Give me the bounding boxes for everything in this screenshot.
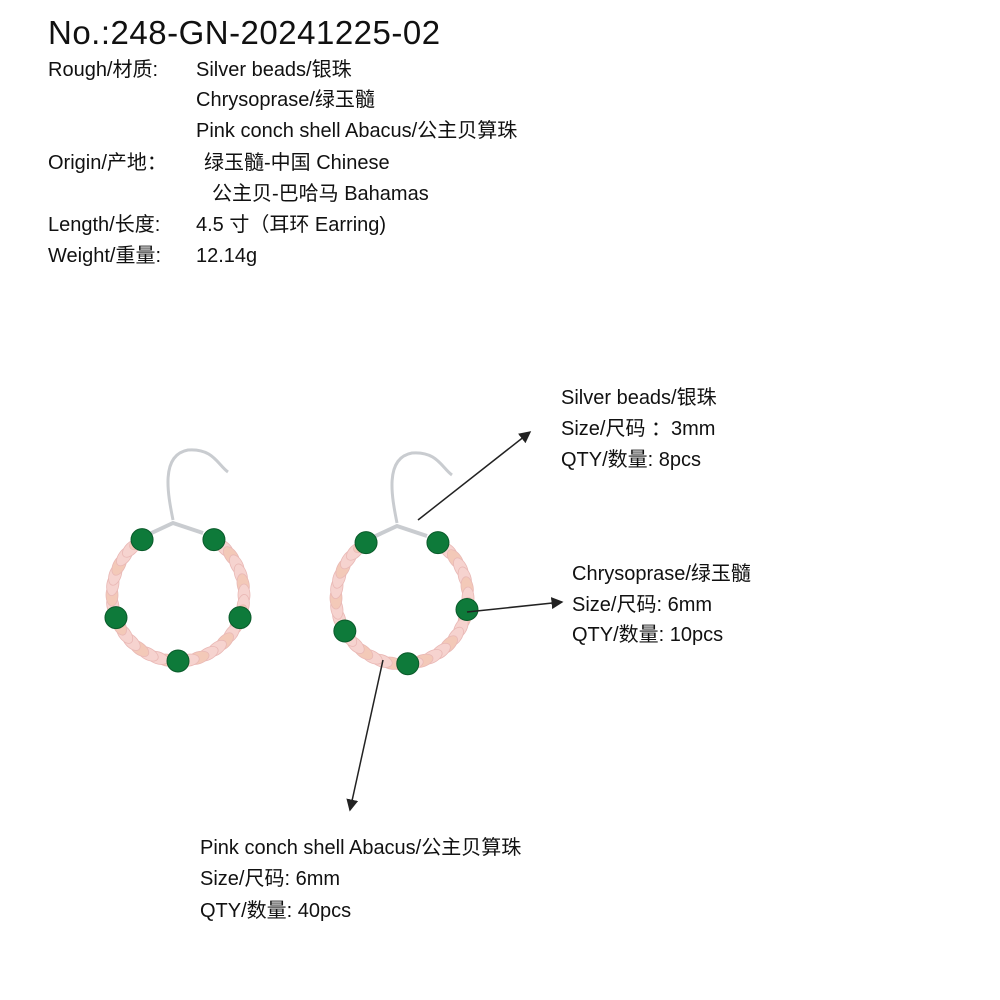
pink-size: Size/尺码: 6mm — [200, 868, 341, 890]
rough-value-pink: Pink conch shell Abacus/公主贝算珠 — [196, 120, 518, 142]
chrysoprase-bead — [202, 528, 226, 552]
origin-value-2: 公主贝-巴哈马 Bahamas — [212, 183, 429, 205]
chrysoprase-size: Size/尺码: 6mm — [572, 594, 713, 616]
silver-size: Size/尺码 ：3mm — [561, 418, 716, 440]
chrysoprase-bead — [130, 528, 154, 552]
origin-label: Origin/产地： — [48, 152, 167, 174]
arrow-pink — [346, 659, 384, 812]
length-label: Length/长度: — [48, 214, 161, 236]
product-number: No.:248-GN-20241225-02 — [48, 14, 441, 51]
silver-name: Silver beads/银珠 — [561, 387, 717, 409]
weight-label: Weight/重量: — [48, 245, 161, 267]
right-earring — [329, 451, 479, 676]
chrysoprase-bead — [426, 531, 450, 555]
arrow-silver — [417, 431, 532, 521]
clasp-icon — [142, 520, 204, 539]
chrysoprase-bead — [104, 606, 128, 630]
rough-label: Rough/材质: — [48, 59, 159, 81]
pink-qty: QTY/数量: 40pcs — [200, 900, 352, 922]
arrow-chrysoprase — [466, 597, 564, 613]
chrysoprase-qty: QTY/数量: 10pcs — [572, 624, 724, 646]
chrysoprase-name: Chrysoprase/绿玉髓 — [572, 563, 751, 585]
chrysoprase-bead — [396, 652, 420, 676]
chrysoprase-bead — [166, 649, 190, 673]
rough-value-silver: Silver beads/银珠 — [196, 59, 352, 81]
left-earring — [104, 448, 252, 673]
chrysoprase-bead — [354, 531, 378, 555]
clasp-icon — [366, 523, 428, 542]
pink-name: Pink conch shell Abacus/公主贝算珠 — [200, 837, 522, 859]
rough-value-chrysoprase: Chrysoprase/绿玉髓 — [196, 89, 375, 111]
length-value: 4.5 寸（耳环 Earring) — [196, 214, 387, 236]
ear-hook-icon — [166, 448, 229, 521]
ear-hook-icon — [390, 451, 453, 524]
weight-value: 12.14g — [196, 245, 258, 267]
chrysoprase-bead — [455, 597, 479, 621]
chrysoprase-bead — [228, 606, 252, 630]
chrysoprase-bead — [333, 619, 357, 643]
silver-qty: QTY/数量: 8pcs — [561, 449, 702, 471]
origin-value-1: 绿玉髓-中国 Chinese — [204, 152, 390, 174]
